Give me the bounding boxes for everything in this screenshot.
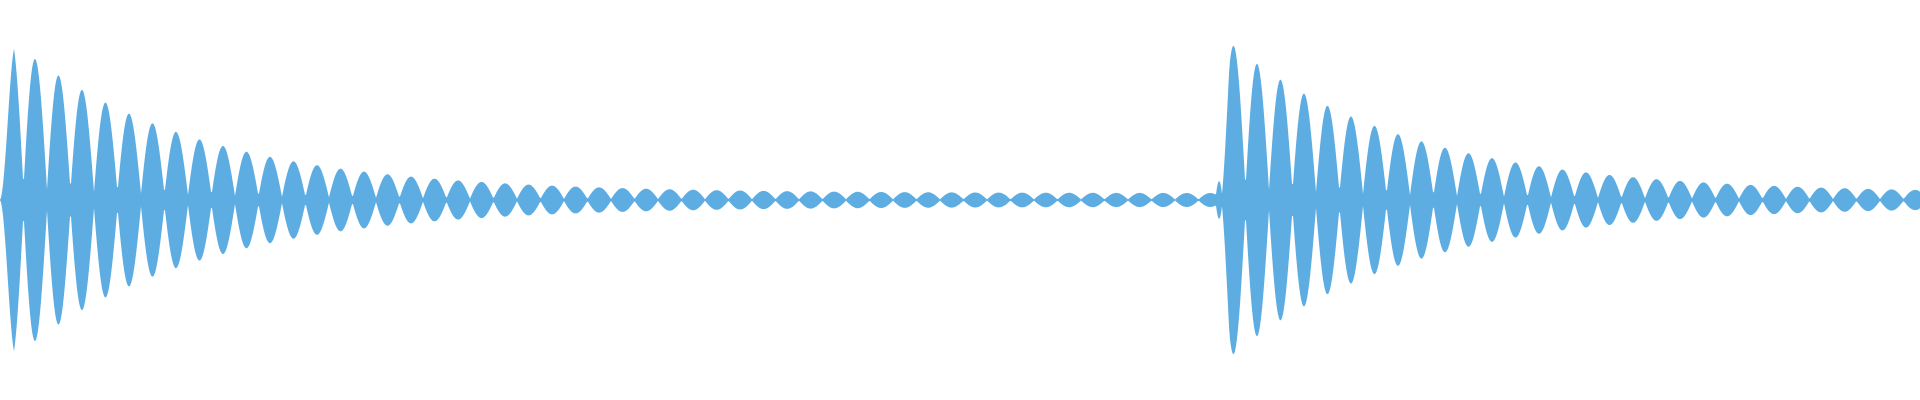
waveform-view[interactable]: [0, 0, 1920, 400]
audio-waveform[interactable]: [0, 0, 1920, 400]
